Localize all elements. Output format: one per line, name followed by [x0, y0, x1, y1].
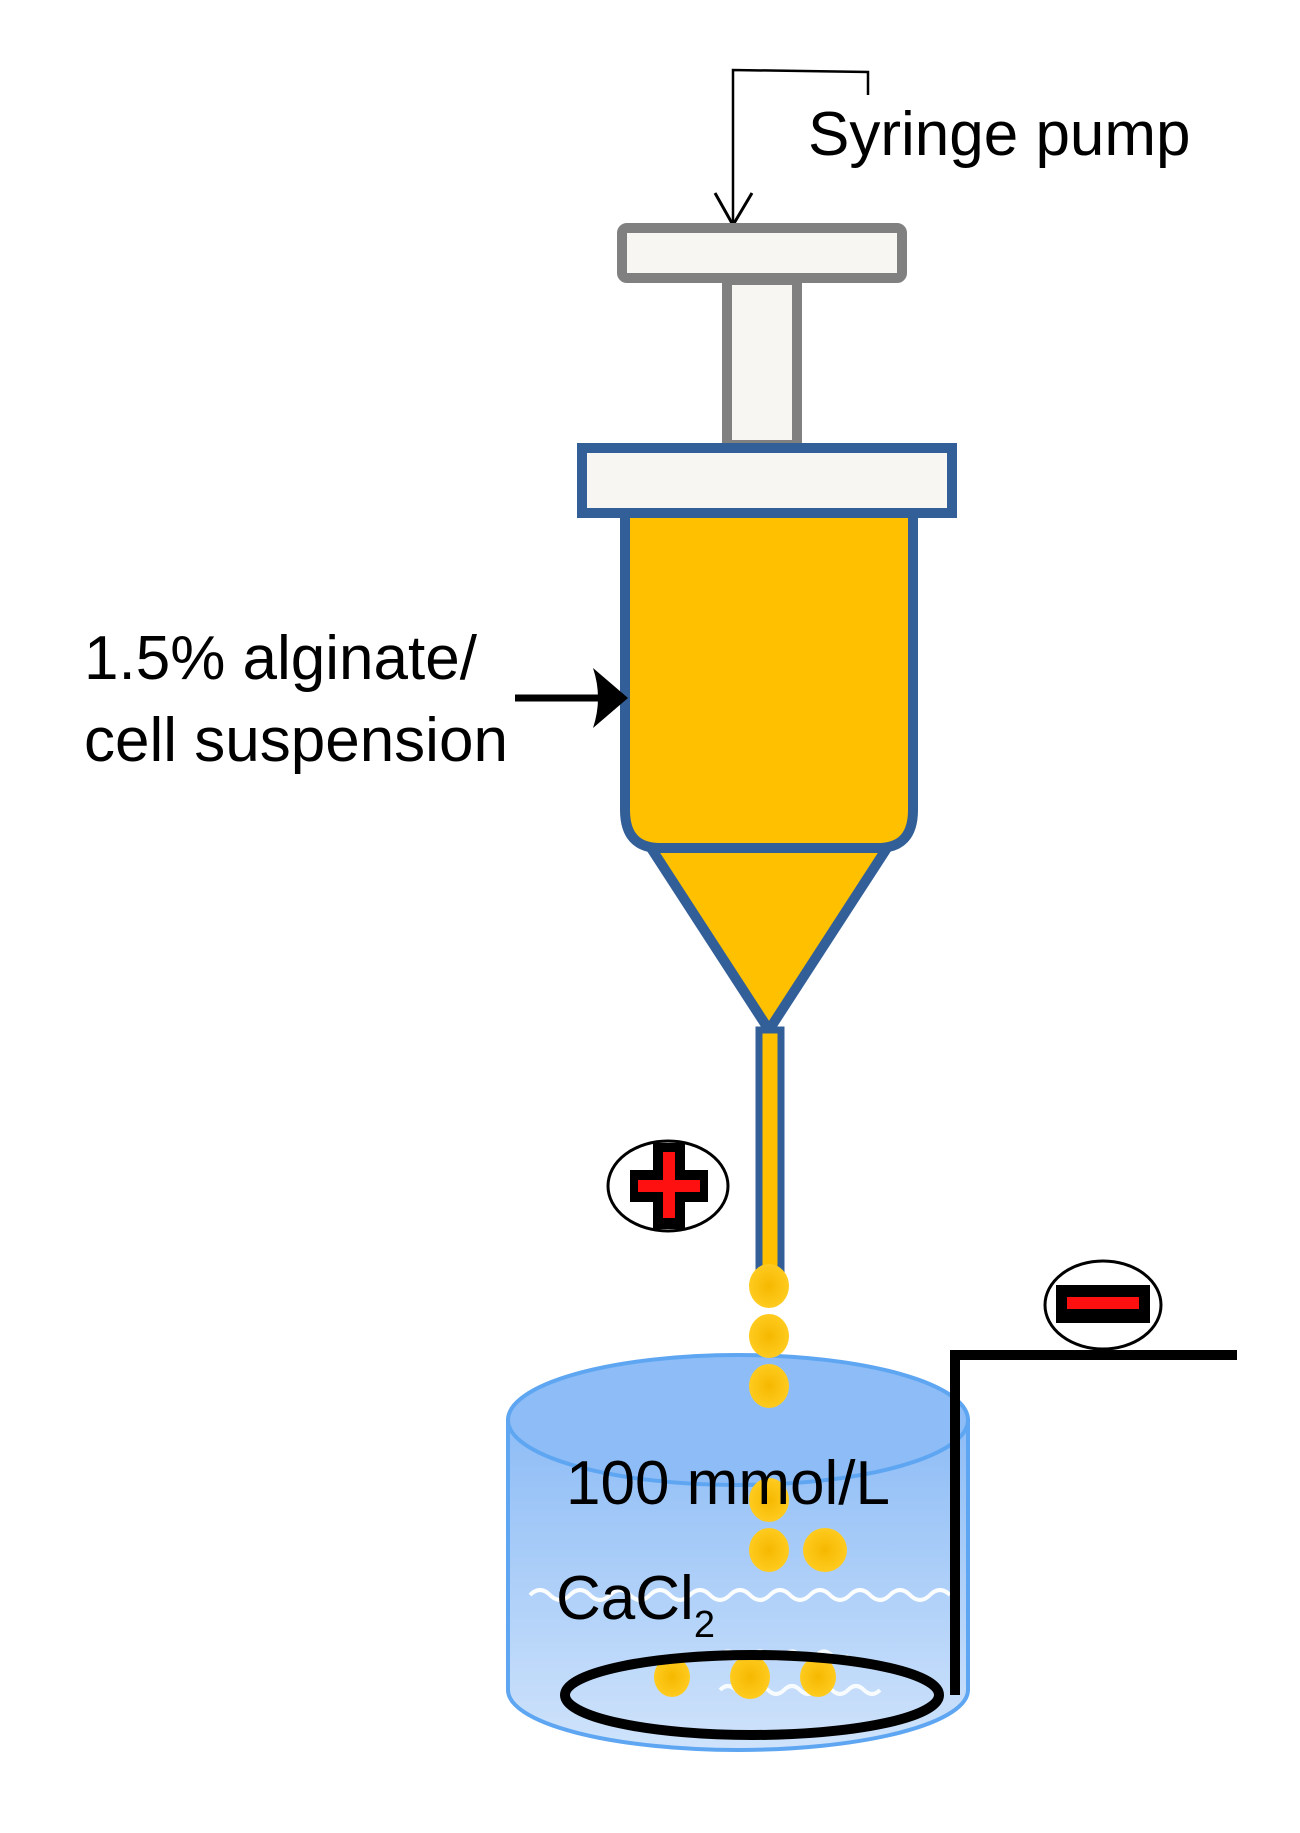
droplet [749, 1364, 789, 1408]
syringe-plunger [617, 223, 907, 450]
alginate-droplets [654, 1264, 847, 1699]
positive-electrode-icon [606, 1139, 730, 1233]
ring-electrode [560, 1650, 944, 1740]
negative-electrode-wire [560, 1350, 1237, 1740]
droplet [749, 1314, 789, 1358]
solution-formula: CaCl [556, 1564, 694, 1633]
droplet [749, 1528, 789, 1572]
syringe-flange [577, 443, 957, 518]
bath-waves [528, 1588, 952, 1602]
suspension-arrow [515, 668, 628, 728]
bath-surface [506, 1353, 970, 1487]
solution-label: CaCl2 [556, 1568, 715, 1645]
negative-electrode-icon [1043, 1259, 1163, 1351]
syringe-needle [755, 1026, 785, 1274]
droplet [730, 1655, 770, 1699]
suspension-label-line1: 1.5% alginate/ [84, 624, 477, 693]
droplet [803, 1528, 847, 1572]
plunger-rod [722, 275, 802, 450]
syringe-pump-label: Syringe pump [808, 100, 1191, 169]
droplet [749, 1264, 789, 1308]
plunger-thumb-rest [617, 223, 907, 283]
concentration-label: 100 mmol/L [566, 1449, 890, 1518]
syringe-cone [646, 843, 892, 1035]
solution-subscript: 2 [693, 1604, 715, 1646]
droplet [800, 1657, 836, 1697]
droplet [654, 1657, 690, 1697]
droplet [749, 1478, 789, 1522]
suspension-label-line2: cell suspension [84, 706, 508, 775]
